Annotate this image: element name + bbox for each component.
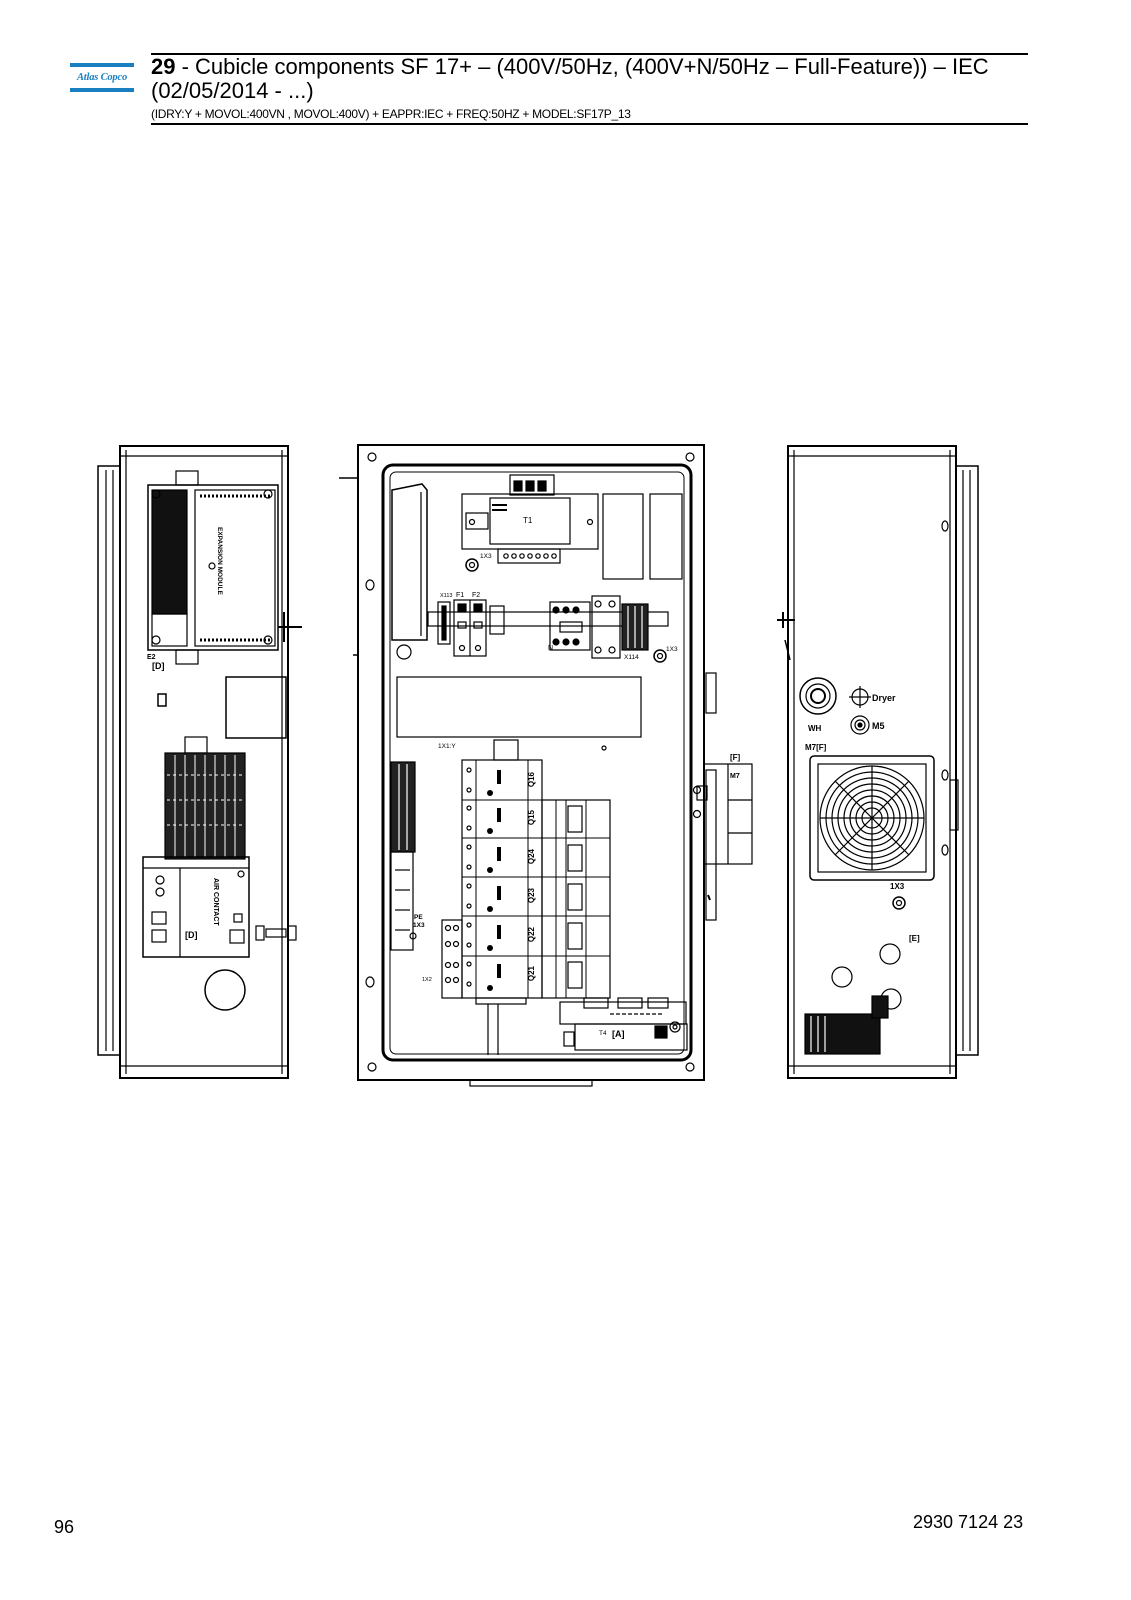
label-m7: M7 — [730, 773, 740, 780]
right-side-view: WH Dryer M5 M7[F] 1X3 [E] — [777, 445, 979, 1079]
label-x114: X114 — [624, 654, 639, 661]
label-f2: F2 — [472, 592, 480, 599]
label-f1: F1 — [456, 592, 464, 599]
label-1x2: 1X2 — [422, 977, 432, 983]
label-q15: Q15 — [527, 809, 536, 825]
label-a: [A] — [612, 1029, 625, 1039]
label-t4: T4 — [599, 1030, 607, 1037]
label-f-bracket: [F] — [730, 753, 741, 762]
header-bottom-rule — [151, 123, 1028, 125]
logo-wordmark: Atlas Copco — [76, 72, 127, 83]
label-dryer: Dryer — [872, 693, 896, 703]
label-e-bracket: [E] — [909, 934, 920, 943]
label-wh: WH — [808, 724, 822, 733]
label-air-contact: AIR CONTACT — [212, 878, 219, 926]
label-1x3-fan: 1X3 — [890, 882, 905, 891]
label-m5: M5 — [872, 721, 885, 731]
label-expansion-module: EXPANSION MODULE — [216, 527, 223, 595]
label-1x3-top: 1X3 — [480, 553, 492, 560]
label-pe: PE — [414, 914, 423, 921]
header-top-rule — [151, 53, 1028, 55]
label-d-bottom: [D] — [185, 930, 198, 940]
center-front-view: T1 1X3 X113 F1 F2 N X114 1X3 — [339, 444, 753, 1087]
title-number: 29 — [151, 54, 176, 79]
left-side-view: EXPANSION MODULE E2 [D] AIR CONTACT [D] — [97, 445, 302, 1079]
document-number: 2930 7124 23 — [913, 1512, 1024, 1532]
label-q22: Q22 — [527, 926, 536, 942]
label-q16: Q16 — [527, 771, 536, 787]
atlas-copco-logo: Atlas Copco — [70, 63, 134, 95]
label-n: N — [548, 645, 553, 652]
label-q24: Q24 — [527, 848, 536, 864]
label-1x1-y: 1X1:Y — [438, 743, 456, 750]
label-e2: E2 — [147, 654, 156, 661]
label-q23: Q23 — [527, 887, 536, 903]
label-t1: T1 — [523, 516, 533, 525]
page-subtitle: (IDRY:Y + MOVOL:400VN , MOVOL:400V) + EA… — [151, 107, 631, 121]
label-1x3-right: 1X3 — [666, 646, 678, 653]
label-q21: Q21 — [527, 965, 536, 981]
label-x113: X113 — [440, 593, 452, 599]
label-m7f: M7[F] — [805, 743, 827, 752]
title-text: - Cubicle components SF 17+ – (400V/50Hz… — [151, 54, 989, 103]
label-d-top: [D] — [152, 661, 165, 671]
label-pe-1x3: 1X3 — [413, 922, 425, 929]
page-number: 96 — [54, 1517, 75, 1537]
page-title: 29 - Cubicle components SF 17+ – (400V/5… — [151, 55, 1031, 103]
